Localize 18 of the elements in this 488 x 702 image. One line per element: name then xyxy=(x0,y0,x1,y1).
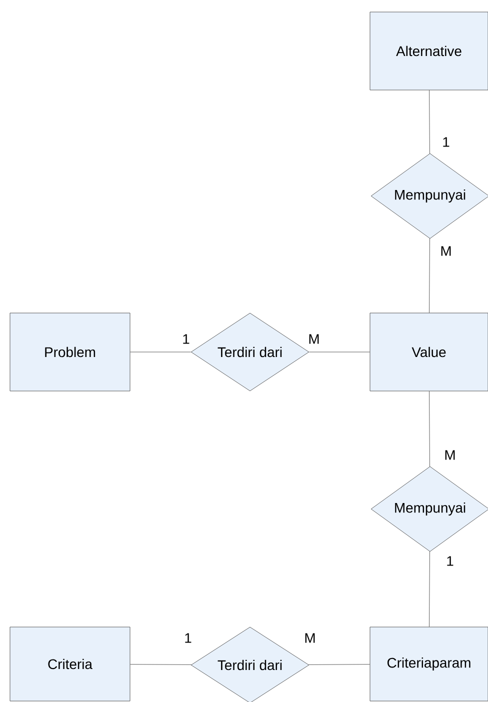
connector-line xyxy=(130,664,192,665)
entity-box: Criteria xyxy=(10,626,130,702)
entity-box: Criteriaparam xyxy=(370,626,488,702)
connector-line xyxy=(429,391,430,467)
connector-line xyxy=(308,664,370,665)
entity-box: Alternative xyxy=(370,12,488,90)
connector-line xyxy=(429,90,430,154)
connector-line xyxy=(429,238,430,313)
cardinality-label: 1 xyxy=(183,334,190,344)
cardinality-label: M xyxy=(445,450,455,460)
cardinality-label: M xyxy=(441,246,451,256)
cardinality-label: 1 xyxy=(447,556,454,566)
entity-box: Value xyxy=(370,312,488,392)
cardinality-label: 1 xyxy=(185,633,192,643)
connector-line xyxy=(429,551,430,627)
cardinality-label: M xyxy=(309,334,319,344)
cardinality-label: 1 xyxy=(443,137,450,147)
entity-box: Problem xyxy=(10,312,130,392)
